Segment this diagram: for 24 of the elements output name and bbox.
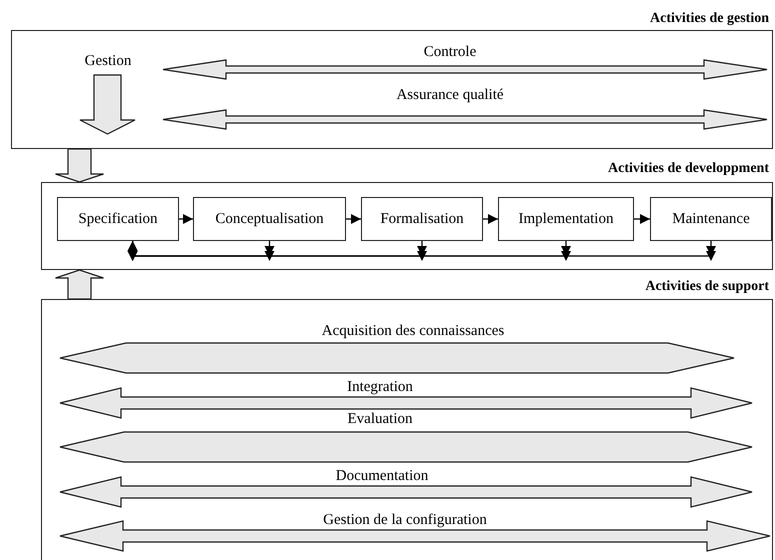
panel-heading: Activities de support: [645, 278, 769, 296]
block-arrow: [54, 269, 104, 300]
arrow: [179, 214, 193, 224]
process-box: Conceptualisation: [193, 197, 346, 241]
activity-label: Documentation: [336, 467, 428, 485]
process-box: Formalisation: [361, 197, 483, 241]
process-box: Maintenance: [650, 197, 772, 241]
arrow: [483, 214, 498, 224]
activity-label: Acquisition des connaissances: [322, 322, 504, 340]
feedback-arrow: [128, 241, 716, 261]
block-arrow: [79, 74, 136, 135]
process-box: Specification: [57, 197, 179, 241]
activity-label: Gestion: [84, 53, 132, 70]
panel-heading: Activities de developpment: [608, 160, 769, 178]
block-arrow: [54, 148, 104, 183]
activity-label: Integration: [347, 378, 413, 396]
arrow: [346, 214, 361, 224]
panel-heading: Activities de gestion: [650, 10, 769, 28]
activity-label: Evaluation: [348, 410, 412, 428]
activity-label: Gestion de la configuration: [323, 511, 487, 529]
process-box: Implementation: [498, 197, 634, 241]
activity-label: Assurance qualité: [396, 86, 504, 104]
arrow: [634, 214, 650, 224]
activity-label: Controle: [424, 43, 476, 61]
